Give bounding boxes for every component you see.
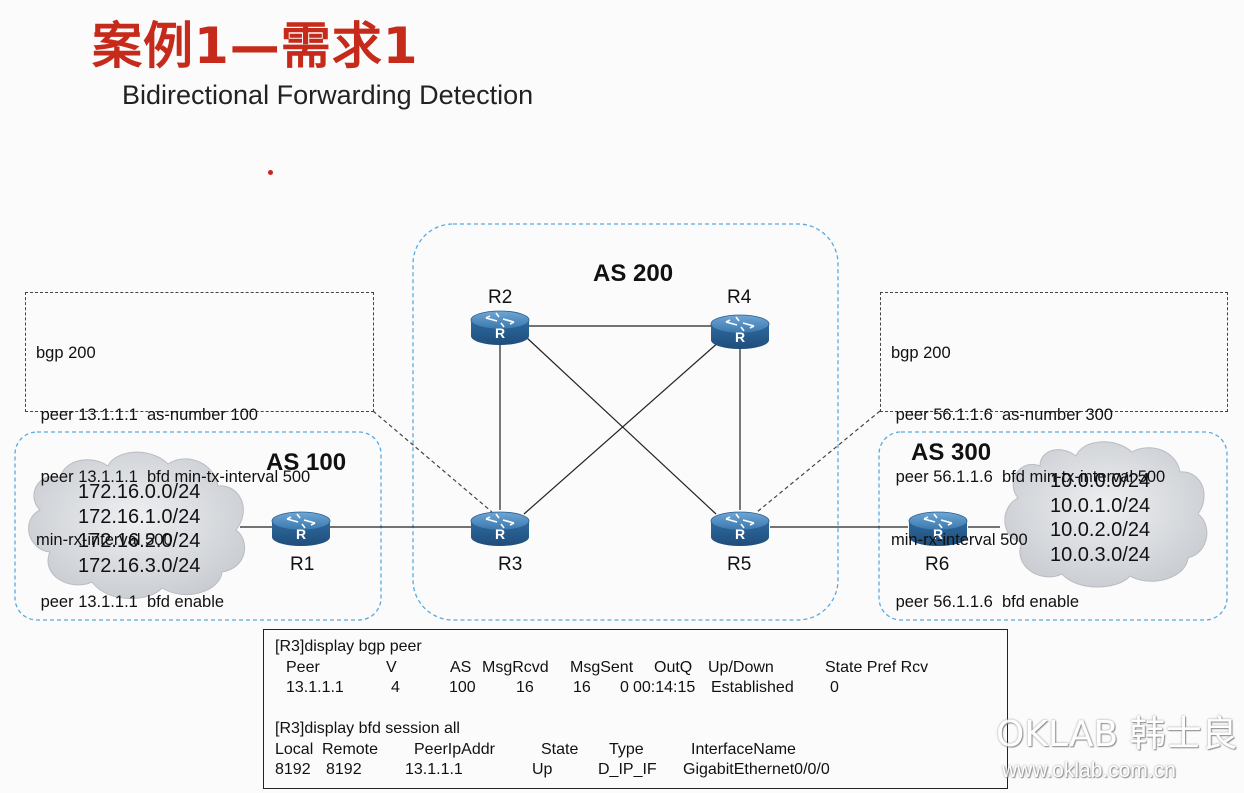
laser-pointer-dot xyxy=(268,170,273,175)
r3-bgp-config-callout: bgp 200 peer 13.1.1.1 as-number 100 peer… xyxy=(25,292,374,611)
cell-v: 4 xyxy=(391,679,400,696)
router-icon-letter: R xyxy=(296,526,306,542)
config-line: peer 13.1.1.1 bfd enable xyxy=(36,593,225,612)
config-line: peer 56.1.1.6 bfd enable xyxy=(891,593,1080,612)
router-r4[interactable]: R xyxy=(710,314,770,350)
col-remote: Remote xyxy=(322,740,379,758)
col-interfacename: InterfaceName xyxy=(691,740,796,758)
network-10-0-0: 10.0.0.0/24 xyxy=(1050,470,1150,492)
col-state-pref: State Pref Rcv xyxy=(825,658,929,676)
cell-peeripaddr: 13.1.1.1 xyxy=(405,761,463,778)
network-10-0-3: 10.0.3.0/24 xyxy=(1050,544,1150,566)
network-10-0-2: 10.0.2.0/24 xyxy=(1050,519,1150,541)
config-line: peer 56.1.1.6 as-number 300 xyxy=(891,405,1113,424)
col-peeripaddr: PeerIpAddr xyxy=(414,740,495,758)
watermark-brand: OKLAB 韩士良 xyxy=(996,714,1238,755)
as100-boundary xyxy=(14,431,382,621)
col-type: Type xyxy=(609,740,644,758)
router-icon-letter: R xyxy=(735,526,745,542)
cell-interfacename: GigabitEthernet0/0/0 xyxy=(683,761,830,778)
bfd-header-row: Local Remote PeerIpAddr State Type Inter… xyxy=(275,740,996,761)
cli-output-panel: [R3]display bgp peer Peer V AS MsgRcvd M… xyxy=(263,629,1008,789)
config-line: min-rx-interval 500 xyxy=(36,530,173,549)
cell-pref: 0 xyxy=(830,679,839,696)
router-r3[interactable]: R xyxy=(470,511,530,547)
cell-type: D_IP_IF xyxy=(598,761,657,778)
cli-command-bfd: [R3]display bfd session all xyxy=(275,720,460,737)
links xyxy=(240,325,1000,528)
bgp-peer-header-row: Peer V AS MsgRcvd MsgSent OutQ Up/Down S… xyxy=(275,658,996,679)
router-r6[interactable]: R xyxy=(908,511,968,547)
config-line: bgp 200 xyxy=(891,343,951,362)
router-r6-label: R6 xyxy=(925,554,949,575)
col-outq: OutQ xyxy=(654,658,693,676)
router-r2-label: R2 xyxy=(488,287,512,308)
router-r3-label: R3 xyxy=(498,554,522,575)
network-172-16-0: 172.16.0.0/24 xyxy=(78,481,200,503)
cell-peer: 13.1.1.1 xyxy=(286,679,344,696)
network-10-0-1: 10.0.1.0/24 xyxy=(1050,495,1150,517)
router-r4-label: R4 xyxy=(727,287,752,308)
cell-local: 8192 xyxy=(275,761,311,778)
col-local: Local xyxy=(275,740,314,758)
bfd-session-row: 8192 8192 13.1.1.1 Up D_IP_IF GigabitEth… xyxy=(275,760,996,781)
cell-outq: 0 xyxy=(620,679,629,696)
config-line: peer 56.1.1.6 bfd min-tx-interval 500 xyxy=(891,468,1166,487)
col-as: AS xyxy=(450,658,472,676)
router-r5[interactable]: R xyxy=(710,511,770,547)
link-r2-r5 xyxy=(525,336,717,515)
cell-msgrcvd: 16 xyxy=(516,679,534,696)
router-icon-letter: R xyxy=(495,325,505,341)
router-r2[interactable]: R xyxy=(470,310,530,346)
router-r1[interactable]: R xyxy=(271,511,331,547)
slide-subtitle: Bidirectional Forwarding Detection xyxy=(122,80,534,110)
r5-bgp-config-callout: bgp 200 peer 56.1.1.6 as-number 300 peer… xyxy=(880,292,1228,611)
cell-state: Up xyxy=(532,761,553,778)
col-msgsent: MsgSent xyxy=(570,658,634,676)
router-icon-letter: R xyxy=(933,526,943,542)
config-line: min-rx-interval 500 xyxy=(891,530,1028,549)
r5-config-leader xyxy=(756,410,881,513)
col-state: State xyxy=(541,740,579,758)
as200-boundary xyxy=(412,223,839,621)
cell-state: Established xyxy=(711,679,794,696)
router-r5-label: R5 xyxy=(727,554,751,575)
cli-command-bgp: [R3]display bgp peer xyxy=(275,638,422,655)
router-r1-label: R1 xyxy=(290,554,314,575)
as300-label: AS 300 xyxy=(911,439,991,466)
r3-config-leader xyxy=(372,410,493,513)
col-peer: Peer xyxy=(286,658,320,676)
watermark-url: www.oklab.com.cn xyxy=(1002,759,1176,782)
network-172-16-2: 172.16.2.0/24 xyxy=(78,530,200,552)
config-line: peer 13.1.1.1 bfd min-tx-interval 500 xyxy=(36,468,311,487)
cell-remote: 8192 xyxy=(326,761,362,778)
router-icon-letter: R xyxy=(735,329,745,345)
cell-msgsent: 16 xyxy=(573,679,591,696)
as100-label: AS 100 xyxy=(266,449,346,476)
config-line: peer 13.1.1.1 as-number 100 xyxy=(36,405,258,424)
slide-title: 案例1—需求1 xyxy=(92,17,419,75)
cell-as: 100 xyxy=(449,679,476,696)
right-cloud: 10.0.0.0/24 10.0.1.0/24 10.0.2.0/24 10.0… xyxy=(1004,441,1208,588)
network-172-16-3: 172.16.3.0/24 xyxy=(78,555,200,577)
bgp-peer-row: 13.1.1.1 4 100 16 16 0 00:14:15 Establis… xyxy=(275,678,996,699)
col-msgrcvd: MsgRcvd xyxy=(482,658,549,676)
col-v: V xyxy=(386,658,397,676)
link-r4-r3 xyxy=(523,340,721,515)
as200-label: AS 200 xyxy=(593,260,673,287)
as300-boundary xyxy=(878,431,1228,621)
network-172-16-1: 172.16.1.0/24 xyxy=(78,506,200,528)
router-icon-letter: R xyxy=(495,526,505,542)
cell-updown: 00:14:15 xyxy=(633,679,696,696)
config-line: bgp 200 xyxy=(36,343,96,362)
left-cloud: 172.16.0.0/24 172.16.1.0/24 172.16.2.0/2… xyxy=(28,451,245,599)
col-updown: Up/Down xyxy=(708,658,774,676)
